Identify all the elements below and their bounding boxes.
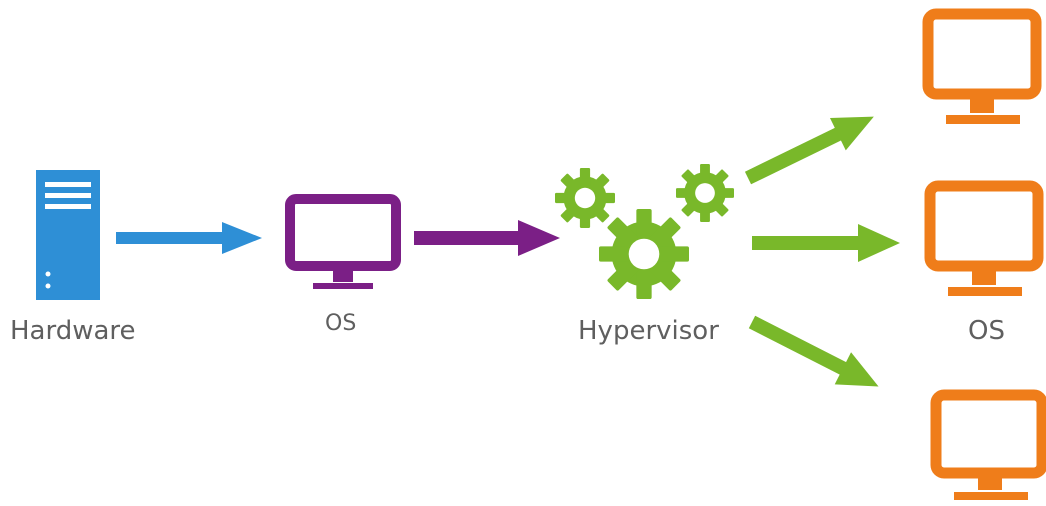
host-os-label: OS [325,311,357,336]
arrow-os-to-hypervisor [414,220,560,256]
guest-monitor-icon-top [922,8,1042,124]
arrow-to-guest-top [744,116,874,185]
arrow-hardware-to-os [116,222,262,254]
host-monitor-icon [285,194,401,289]
hypervisor-label: Hypervisor [578,316,719,346]
arrow-to-guest-bottom [748,315,879,387]
guest-os-label: OS [968,316,1005,346]
hardware-label: Hardware [10,316,136,346]
server-icon [36,170,100,300]
arrow-to-guest-middle [752,224,900,262]
guest-monitor-icon-middle [924,180,1044,296]
gears-icon [555,164,734,299]
guest-monitor-icon-bottom [930,389,1046,500]
